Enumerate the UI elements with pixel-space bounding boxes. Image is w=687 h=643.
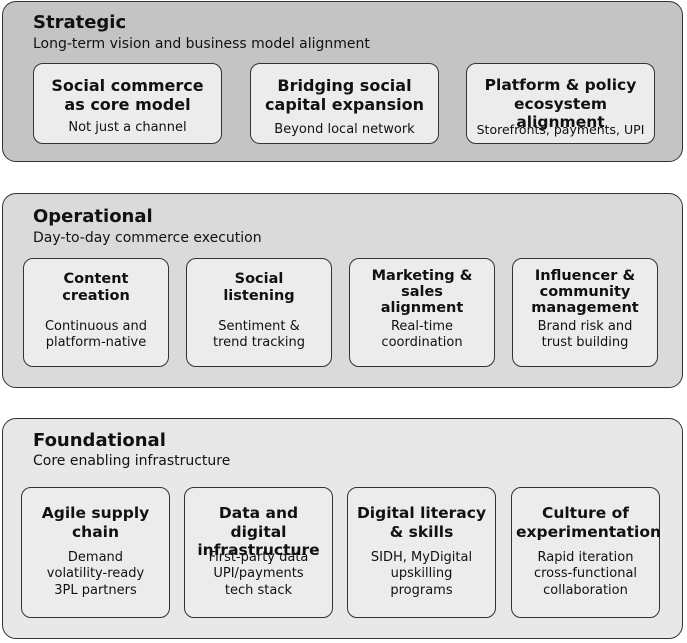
strategic-card-social-commerce: Social commerce as core model Not just a… (33, 63, 222, 144)
card-title-line: listening (223, 288, 295, 305)
card-title-line: Data and digital (218, 504, 299, 541)
card-desc-line: UPI/payments (213, 566, 304, 582)
foundational-layer: Foundational Core enabling infrastructur… (2, 418, 683, 639)
strategic-card-platform-policy: Platform & policy ecosystem alignment St… (466, 63, 655, 144)
card-title-line: sales (401, 283, 443, 300)
foundational-card-data-digital-infrastructure: Data and digital infrastructure First-pa… (184, 487, 333, 618)
card-desc-line: First-party data (208, 550, 309, 565)
card-desc-line: Sentiment & (218, 319, 300, 334)
operational-layer: Operational Day-to-day commerce executio… (2, 193, 683, 388)
card-title-line: chain (71, 522, 120, 541)
strategic-card-bridging-social-capital: Bridging social capital expansion Beyond… (250, 63, 439, 144)
card-desc-line: volatility-ready (46, 566, 145, 582)
operational-subtitle: Day-to-day commerce execution (33, 230, 262, 246)
card-desc-line: SIDH, MyDigital (370, 550, 473, 565)
foundational-title: Foundational (33, 430, 166, 451)
card-title-line: Bridging social (277, 76, 412, 95)
card-desc-line: Rapid iteration (537, 550, 634, 565)
card-desc-line: cross-functional (533, 566, 638, 582)
card-title-line: Social commerce (51, 76, 204, 95)
card-title-line: management (531, 299, 639, 316)
card-desc-line: Continuous and (44, 319, 147, 334)
card-desc-line: Not just a channel (68, 120, 187, 135)
card-desc-line: trust building (541, 335, 629, 351)
card-desc-line: Storefronts, payments, UPI (476, 122, 645, 137)
strategic-subtitle: Long-term vision and business model alig… (33, 36, 370, 52)
card-desc-line: Brand risk and (537, 319, 633, 334)
foundational-card-culture-experimentation: Culture of experimentation Rapid iterati… (511, 487, 662, 618)
card-title-line: alignment (380, 299, 464, 316)
card-desc-line: collaboration (543, 582, 628, 598)
card-desc-line: 3PL partners (54, 582, 137, 598)
card-title-line: experimentation (516, 522, 662, 541)
card-desc-line: coordination (381, 335, 463, 351)
card-desc-line: Beyond local network (274, 122, 415, 137)
card-desc-line: platform-native (45, 335, 147, 351)
foundational-card-agile-supply-chain: Agile supply chain Demand volatility-rea… (21, 487, 170, 618)
card-title-line: Social (234, 271, 284, 287)
card-title-line: community (539, 283, 631, 300)
card-desc-line: tech stack (224, 582, 293, 598)
card-title-line: Influencer & (534, 268, 636, 284)
operational-card-content-creation: Content creation Continuous and platform… (23, 258, 169, 367)
foundational-subtitle: Core enabling infrastructure (33, 453, 231, 469)
card-title-line: & skills (389, 522, 454, 541)
card-title-line: infrastructure (197, 541, 320, 560)
card-title-line: Culture of (541, 504, 630, 522)
card-title-line: Platform & policy (484, 76, 637, 94)
card-title-line: Content (63, 271, 129, 287)
card-desc-line: trend tracking (213, 335, 305, 351)
card-desc-line: Real-time (390, 319, 454, 334)
card-title-line: ecosystem alignment (514, 94, 607, 132)
card-desc-line: programs (390, 582, 453, 598)
operational-card-social-listening: Social listening Sentiment & trend track… (186, 258, 332, 367)
operational-card-influencer-community: Influencer & community management Brand … (512, 258, 658, 367)
card-title-line: creation (62, 288, 130, 305)
strategic-layer: Strategic Long-term vision and business … (2, 1, 683, 162)
card-title-line: as core model (64, 95, 191, 115)
card-title-line: Agile supply (41, 504, 150, 522)
strategic-title: Strategic (33, 12, 127, 33)
operational-card-marketing-sales: Marketing & sales alignment Real-time co… (349, 258, 495, 367)
foundational-card-digital-literacy: Digital literacy & skills SIDH, MyDigita… (347, 487, 496, 618)
card-title-line: capital expansion (265, 95, 424, 115)
card-title-line: Digital literacy (356, 504, 487, 522)
operational-title: Operational (33, 206, 153, 227)
card-desc-line: Demand (67, 550, 124, 565)
card-desc-line: upskilling (390, 566, 453, 582)
card-title-line: Marketing & (371, 268, 473, 284)
